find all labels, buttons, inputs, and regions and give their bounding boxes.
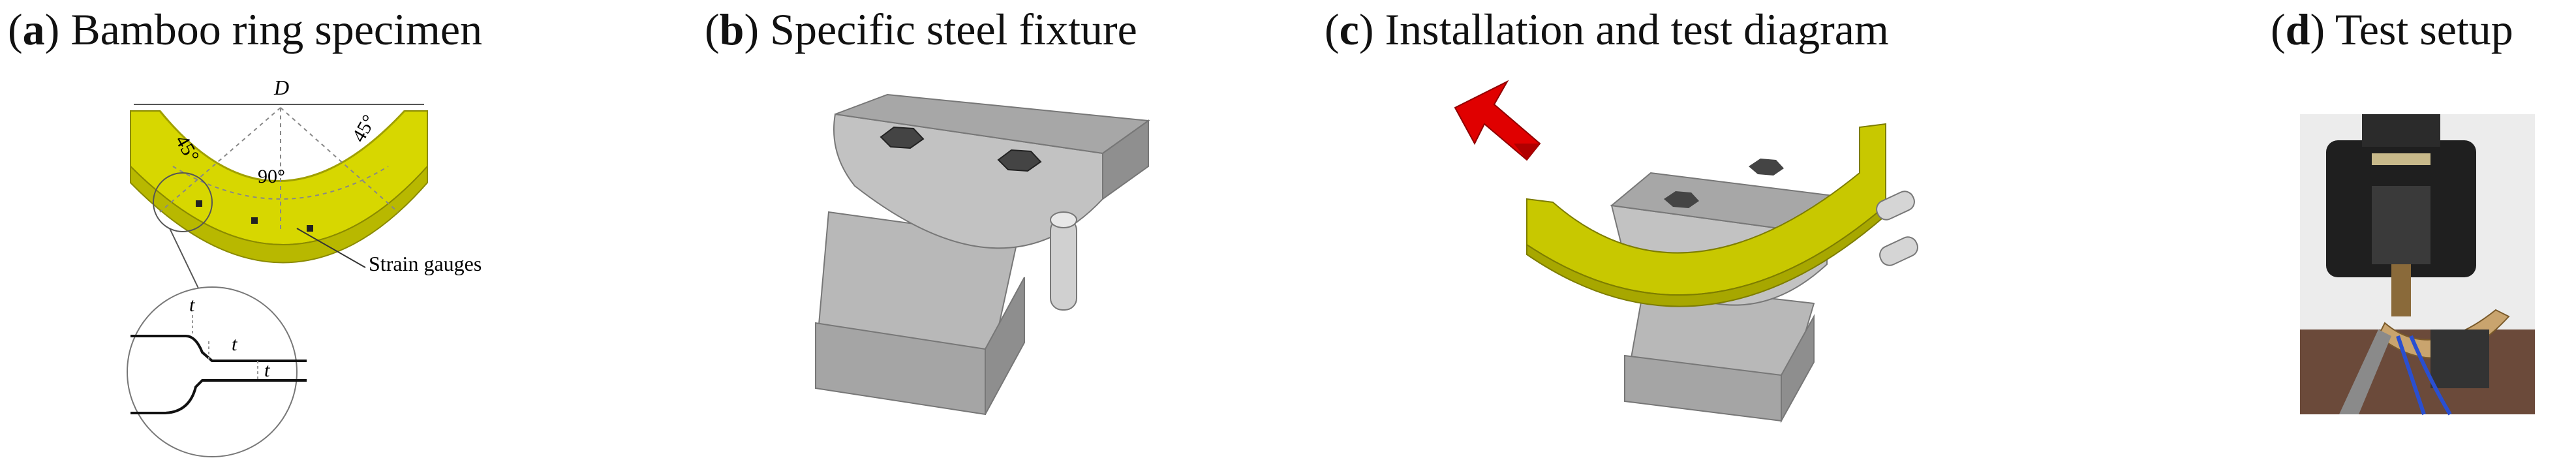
test-setup-photo	[2300, 114, 2535, 416]
caption-a-title: Bamboo ring specimen	[70, 5, 483, 54]
bolt-right	[1749, 159, 1784, 176]
caption-c-letter: c	[1339, 5, 1359, 54]
caption-d-letter: d	[2285, 5, 2310, 54]
fixture-pin	[1050, 218, 1077, 311]
thickness-label-2: t	[232, 333, 238, 355]
panel-c: (c) Installation and test diagram	[1318, 0, 1970, 460]
thickness-label-3: t	[264, 360, 270, 381]
caption-d: (d) Test setup	[2271, 5, 2513, 54]
caption-b-title: Specific steel fixture	[770, 5, 1137, 54]
caption-b-letter: b	[719, 5, 744, 54]
detail-callout-small	[153, 172, 213, 232]
caption-c-title: Installation and test diagram	[1385, 5, 1889, 54]
caption-c: (c) Installation and test diagram	[1325, 5, 1889, 54]
bamboo-ring-specimen-figure: D 45° 90° 45° Strain gauges t t t	[127, 76, 482, 457]
bolt-left	[880, 126, 925, 149]
caption-a-letter: a	[22, 5, 45, 54]
steel-fixture-figure	[814, 93, 1150, 416]
caption-b: (b) Specific steel fixture	[705, 5, 1137, 54]
caption-d-title: Test setup	[2335, 5, 2513, 54]
diameter-label: D	[273, 76, 289, 99]
caption-a: (a) Bamboo ring specimen	[8, 5, 483, 54]
angle-center-label: 90°	[258, 166, 285, 187]
bolt-right	[997, 149, 1042, 172]
detail-callout-magnified	[127, 286, 298, 457]
panel-a: (a) Bamboo ring specimen D 45° 90° 45° S…	[0, 0, 639, 460]
bolt-left	[1664, 191, 1699, 208]
thickness-label-1: t	[189, 294, 195, 316]
strain-gauges-label: Strain gauges	[369, 252, 482, 275]
installation-diagram-figure	[1454, 80, 1918, 423]
panel-b: (b) Specific steel fixture	[698, 0, 1259, 460]
panel-d: (d) Test setup	[2271, 0, 2576, 460]
